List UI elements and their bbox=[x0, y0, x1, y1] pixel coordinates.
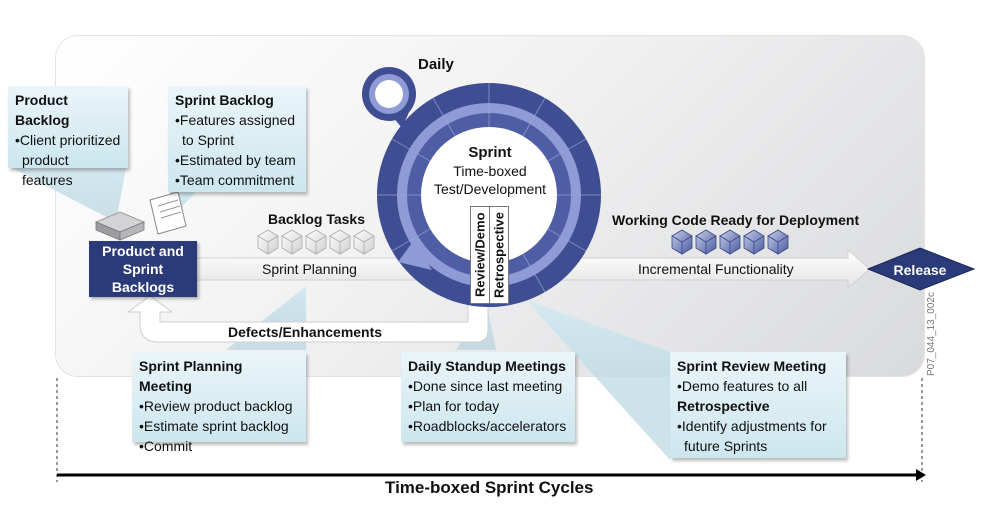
incremental-label: Incremental Functionality bbox=[638, 261, 794, 277]
daily-arrow-head bbox=[392, 110, 410, 128]
timeline-arrow-head bbox=[916, 469, 926, 481]
defects-arrow bbox=[126, 295, 489, 343]
standup-note: Daily Standup Meetings Done since last m… bbox=[401, 352, 575, 442]
backlogs-box-label: Product and Sprint Backlogs bbox=[102, 243, 184, 295]
release-label: Release bbox=[893, 262, 947, 278]
note-title: Daily Standup Meetings bbox=[408, 358, 566, 374]
product-backlog-note: Product Backlog Client prioritized produ… bbox=[8, 86, 128, 188]
sprint-line1: Time-boxed bbox=[453, 163, 527, 179]
stack-icon bbox=[94, 211, 146, 241]
daily-label: Daily bbox=[418, 56, 454, 73]
note-title: Product Backlog bbox=[15, 92, 70, 128]
daily-ring-hole bbox=[375, 80, 403, 108]
backlog-task-cubes bbox=[257, 229, 375, 255]
list-item: Commit bbox=[139, 436, 299, 456]
list-item: Team commitment bbox=[175, 170, 299, 190]
sprint-center-text: Sprint Time-boxed Test/Development bbox=[424, 144, 556, 198]
list-item: Features assigned to Sprint bbox=[175, 110, 299, 150]
defects-label: Defects/Enhancements bbox=[228, 324, 383, 340]
list-item: Review product backlog bbox=[139, 396, 299, 416]
ring-arrow-head bbox=[398, 240, 432, 270]
sprint-title: Sprint bbox=[468, 144, 512, 161]
note-subtitle: Retrospective bbox=[677, 398, 770, 414]
planning-meeting-note: Sprint Planning Meeting Review product b… bbox=[132, 352, 306, 454]
wedge-review bbox=[526, 300, 670, 460]
list-item: Estimate sprint backlog bbox=[139, 416, 299, 436]
sprint-backlog-note: Sprint Backlog Features assigned to Spri… bbox=[168, 86, 306, 192]
figure-id: P07_044_13_002c bbox=[926, 292, 937, 376]
list-item: Estimated by team bbox=[175, 150, 299, 170]
working-code-label: Working Code Ready for Deployment bbox=[612, 212, 860, 228]
review-demo-label: Review/Demo bbox=[470, 206, 490, 304]
sprint-planning-label: Sprint Planning bbox=[262, 261, 357, 277]
timeline-label: Time-boxed Sprint Cycles bbox=[385, 478, 594, 497]
sprint-ring-hole bbox=[421, 127, 557, 263]
list-item: Identify adjustments for future Sprints bbox=[677, 416, 839, 456]
note-title: Sprint Review Meeting bbox=[677, 358, 827, 374]
review-meeting-note: Sprint Review Meeting Demo features to a… bbox=[670, 352, 846, 458]
list-item: Done since last meeting bbox=[408, 376, 568, 396]
retrospective-label: Retrospective bbox=[489, 206, 509, 304]
sprint-ring-segments bbox=[377, 83, 601, 293]
release-diamond bbox=[866, 247, 976, 291]
backlogs-box: Product and Sprint Backlogs bbox=[89, 241, 197, 297]
sprint-line2: Test/Development bbox=[433, 181, 547, 197]
list-item: Demo features to all bbox=[677, 376, 839, 396]
note-title: Sprint Backlog bbox=[175, 92, 274, 108]
document-icon bbox=[149, 191, 187, 235]
note-title: Sprint Planning Meeting bbox=[139, 358, 243, 394]
list-item: Plan for today bbox=[408, 396, 568, 416]
backlog-tasks-label: Backlog Tasks bbox=[268, 211, 366, 227]
list-item: Client prioritized product features bbox=[15, 130, 121, 190]
list-item: Roadblocks/accelerators bbox=[408, 416, 568, 436]
working-code-cubes bbox=[671, 229, 789, 255]
